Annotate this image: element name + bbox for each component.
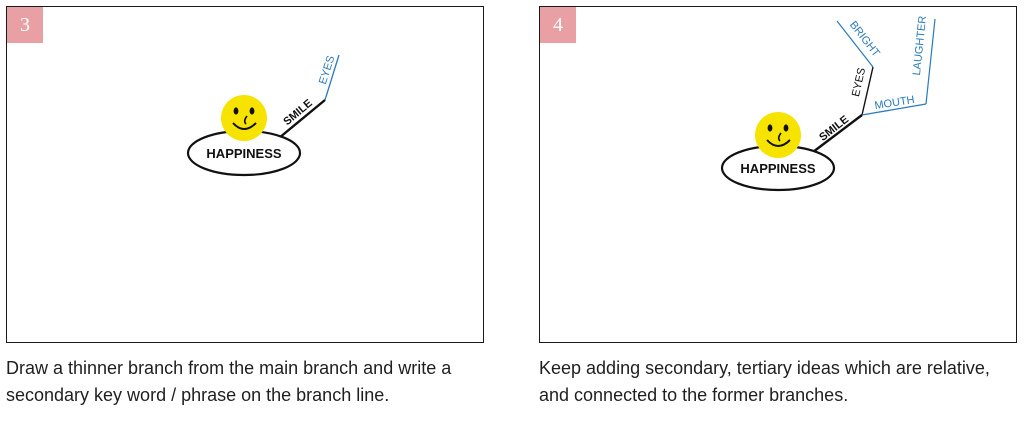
tertiary-branch-line-bright: [836, 20, 874, 68]
main-branch-line: [812, 114, 863, 153]
secondary-branch-label-eyes: EYES: [850, 67, 868, 98]
step-4-caption: Keep adding secondary, tertiary ideas wh…: [539, 358, 990, 405]
step-4-panel: 4 HAPPINESS SMILE EYES MOUTH BRIGHT LAUG…: [539, 6, 1017, 343]
tertiary-branch-line-laughter: [925, 18, 936, 105]
smiley-face-icon: [755, 112, 801, 158]
mind-map-diagram: HAPPINESS SMILE EYES MOUTH BRIGHT LAUGHT…: [720, 15, 936, 192]
tertiary-branch-label-bright: BRIGHT: [847, 19, 882, 59]
secondary-branch-line-eyes: [861, 66, 874, 116]
main-branch-line: [278, 99, 326, 139]
step-number-badge: 4: [540, 7, 576, 43]
mind-map-diagram: HAPPINESS SMILE EYES: [186, 54, 340, 177]
secondary-branch-line-mouth: [861, 103, 927, 116]
step-number-badge: 3: [7, 7, 43, 43]
main-branch-label: SMILE: [817, 114, 851, 144]
step-3-panel: 3 HAPPINESS SMILE EYES: [6, 6, 484, 343]
step-3-caption: Draw a thinner branch from the main bran…: [6, 358, 452, 405]
secondary-branch-line: [324, 54, 340, 101]
tertiary-branch-label-laughter: LAUGHTER: [911, 15, 929, 76]
central-topic-label: HAPPINESS: [740, 161, 815, 176]
smiley-face-icon: [221, 95, 267, 141]
central-topic-label: HAPPINESS: [206, 146, 281, 161]
